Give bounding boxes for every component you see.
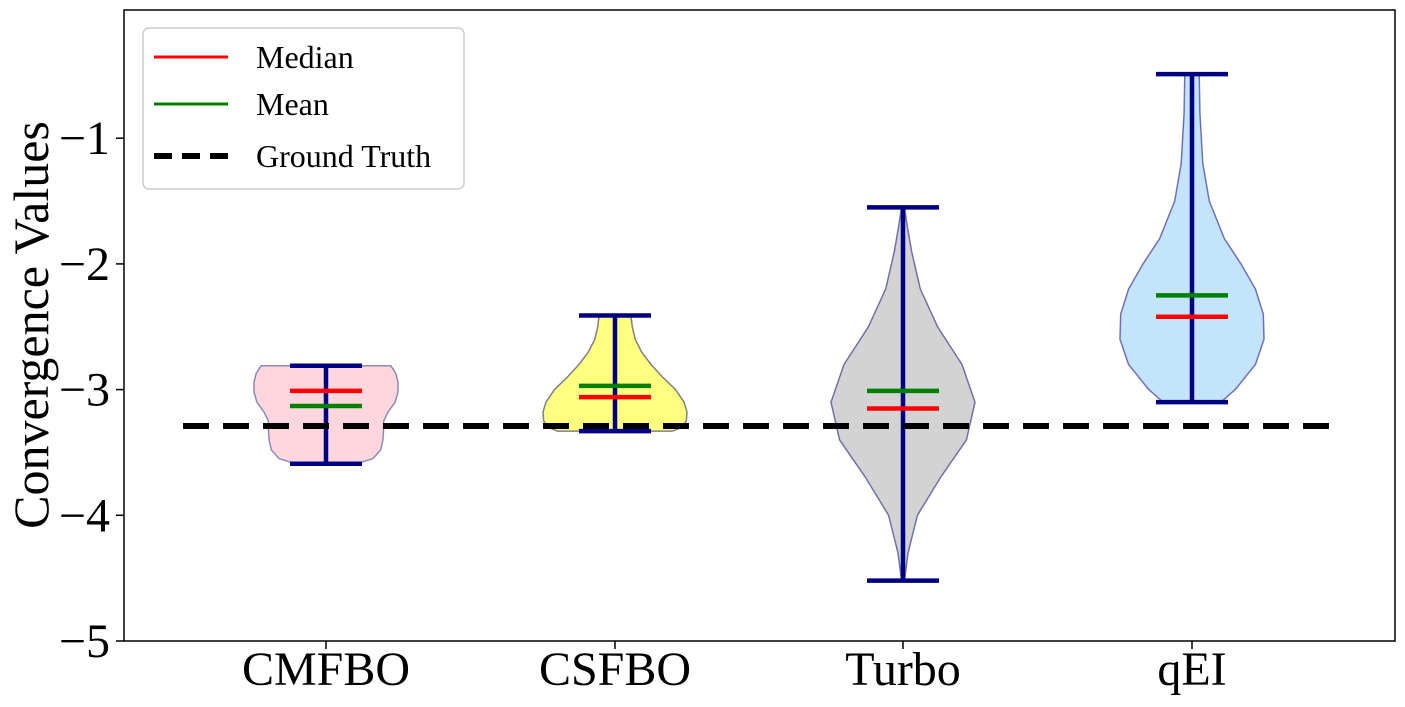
- y-tick-label: −3: [59, 364, 110, 417]
- legend-median-label: Median: [256, 39, 354, 75]
- stats-layer: [290, 71, 1228, 583]
- y-axis: −5 −4 −3 −2 −1: [59, 112, 124, 668]
- y-tick-label: −4: [59, 489, 110, 542]
- legend-mean-label: Mean: [256, 86, 329, 122]
- x-tick-label: CSFBO: [539, 643, 691, 696]
- legend: Median Mean Ground Truth: [142, 27, 465, 190]
- legend-ground-truth-label: Ground Truth: [256, 138, 431, 174]
- y-axis-label: Convergence Values: [3, 121, 59, 529]
- x-tick-label: CMFBO: [242, 643, 410, 696]
- y-tick-label: −5: [59, 615, 110, 668]
- x-tick-label: qEI: [1157, 643, 1226, 696]
- legend-frame: [142, 27, 465, 190]
- x-tick-label: Turbo: [845, 643, 961, 696]
- x-axis: CMFBO CSFBO Turbo qEI: [242, 641, 1227, 696]
- plot-area-frame: [123, 9, 1396, 642]
- y-tick-label: −1: [59, 112, 110, 165]
- y-tick-label: −2: [59, 238, 110, 291]
